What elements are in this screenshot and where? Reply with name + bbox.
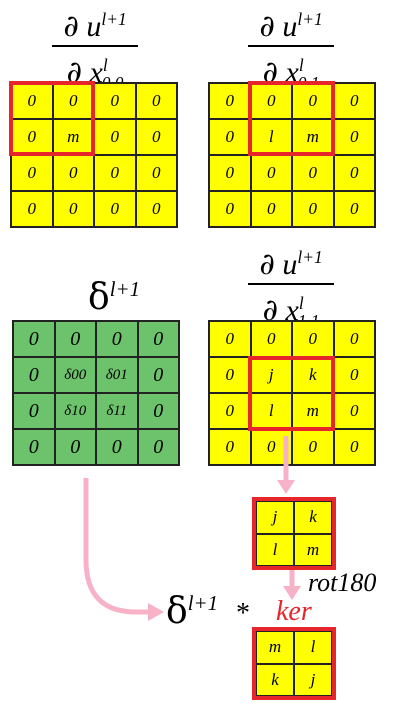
grid-delta-cell: 0 [13, 357, 55, 393]
rotate-arrowhead [283, 586, 301, 600]
grid-tr-cell: 0 [292, 191, 334, 227]
grid-tl-cell: 0 [135, 119, 177, 155]
grid-delta-cell: 0 [137, 429, 179, 465]
grid-delta-cell: 0 [54, 429, 96, 465]
rotated-box-cell: k [256, 663, 294, 696]
grid-tl-cell: 0 [94, 155, 136, 191]
grid-delta-cell: 0 [137, 321, 179, 357]
kernel-box-cell: l [256, 533, 294, 566]
fraction-bar [248, 283, 334, 285]
grid-tl-cell: 0 [135, 191, 177, 227]
grid-delta-cell: δ00 [54, 357, 96, 393]
grid-delta-cell: 0 [13, 393, 55, 429]
grid-tr-cell: 0 [209, 155, 251, 191]
grid-mr-cell: 0 [209, 321, 251, 357]
rotated-box-cell: l [294, 631, 332, 664]
fraction-bar [248, 45, 334, 47]
ker-label: ker [276, 596, 312, 627]
grid-delta-cell: δ11 [96, 393, 138, 429]
kernel-box-cell: k [294, 501, 332, 534]
delta-label: δl+1 [88, 277, 141, 318]
grid-tr-cell: 0 [209, 191, 251, 227]
delta-expression: δl+1 [166, 591, 219, 632]
grid-delta-cell: 0 [13, 429, 55, 465]
rot180-label: rot180 [308, 568, 377, 597]
grid-delta-cell: δ10 [54, 393, 96, 429]
kernel-extract-arrowhead [277, 480, 295, 494]
grid-delta-cell: 0 [96, 429, 138, 465]
grid-tr-cell: 0 [333, 191, 375, 227]
delta-flow-arrowhead [148, 603, 164, 621]
kernel-box-cell: m [294, 533, 332, 566]
grid-delta-cell: 0 [96, 321, 138, 357]
grid-mr-cell: 0 [209, 429, 251, 465]
grid-tl-cell: 0 [135, 83, 177, 119]
grid-tl-cell: 0 [11, 191, 53, 227]
fraction-bar [52, 45, 138, 47]
highlight-window-01 [248, 81, 335, 156]
convolution-operator: * [236, 598, 250, 629]
grid-mr-cell: 0 [333, 321, 375, 357]
grid-delta-cell: δ01 [96, 357, 138, 393]
grid-delta-cell: 0 [13, 321, 55, 357]
grid-tl-cell: 0 [94, 191, 136, 227]
grid-tr-cell: 0 [333, 155, 375, 191]
formula-du-dx11: ∂ ul+1 ∂ xl1,1 [248, 240, 334, 338]
grid-tl-cell: 0 [52, 191, 94, 227]
partial-symbol: ∂ [63, 9, 79, 44]
grid-tl-cell: 0 [135, 155, 177, 191]
highlight-window-11 [248, 356, 335, 431]
grid-delta-cell: 0 [137, 393, 179, 429]
grid-delta-cell: 0 [54, 321, 96, 357]
rotated-box-cell: m [256, 631, 294, 664]
rotated-box-cell: j [294, 663, 332, 696]
highlight-window-00 [9, 81, 95, 156]
grid-tr-cell: 0 [250, 191, 292, 227]
grid-mr-cell: 0 [333, 429, 375, 465]
grid-delta-cell: 0 [137, 357, 179, 393]
delta-flow-arrow [83, 478, 150, 615]
kernel-box-cell: j [256, 501, 294, 534]
